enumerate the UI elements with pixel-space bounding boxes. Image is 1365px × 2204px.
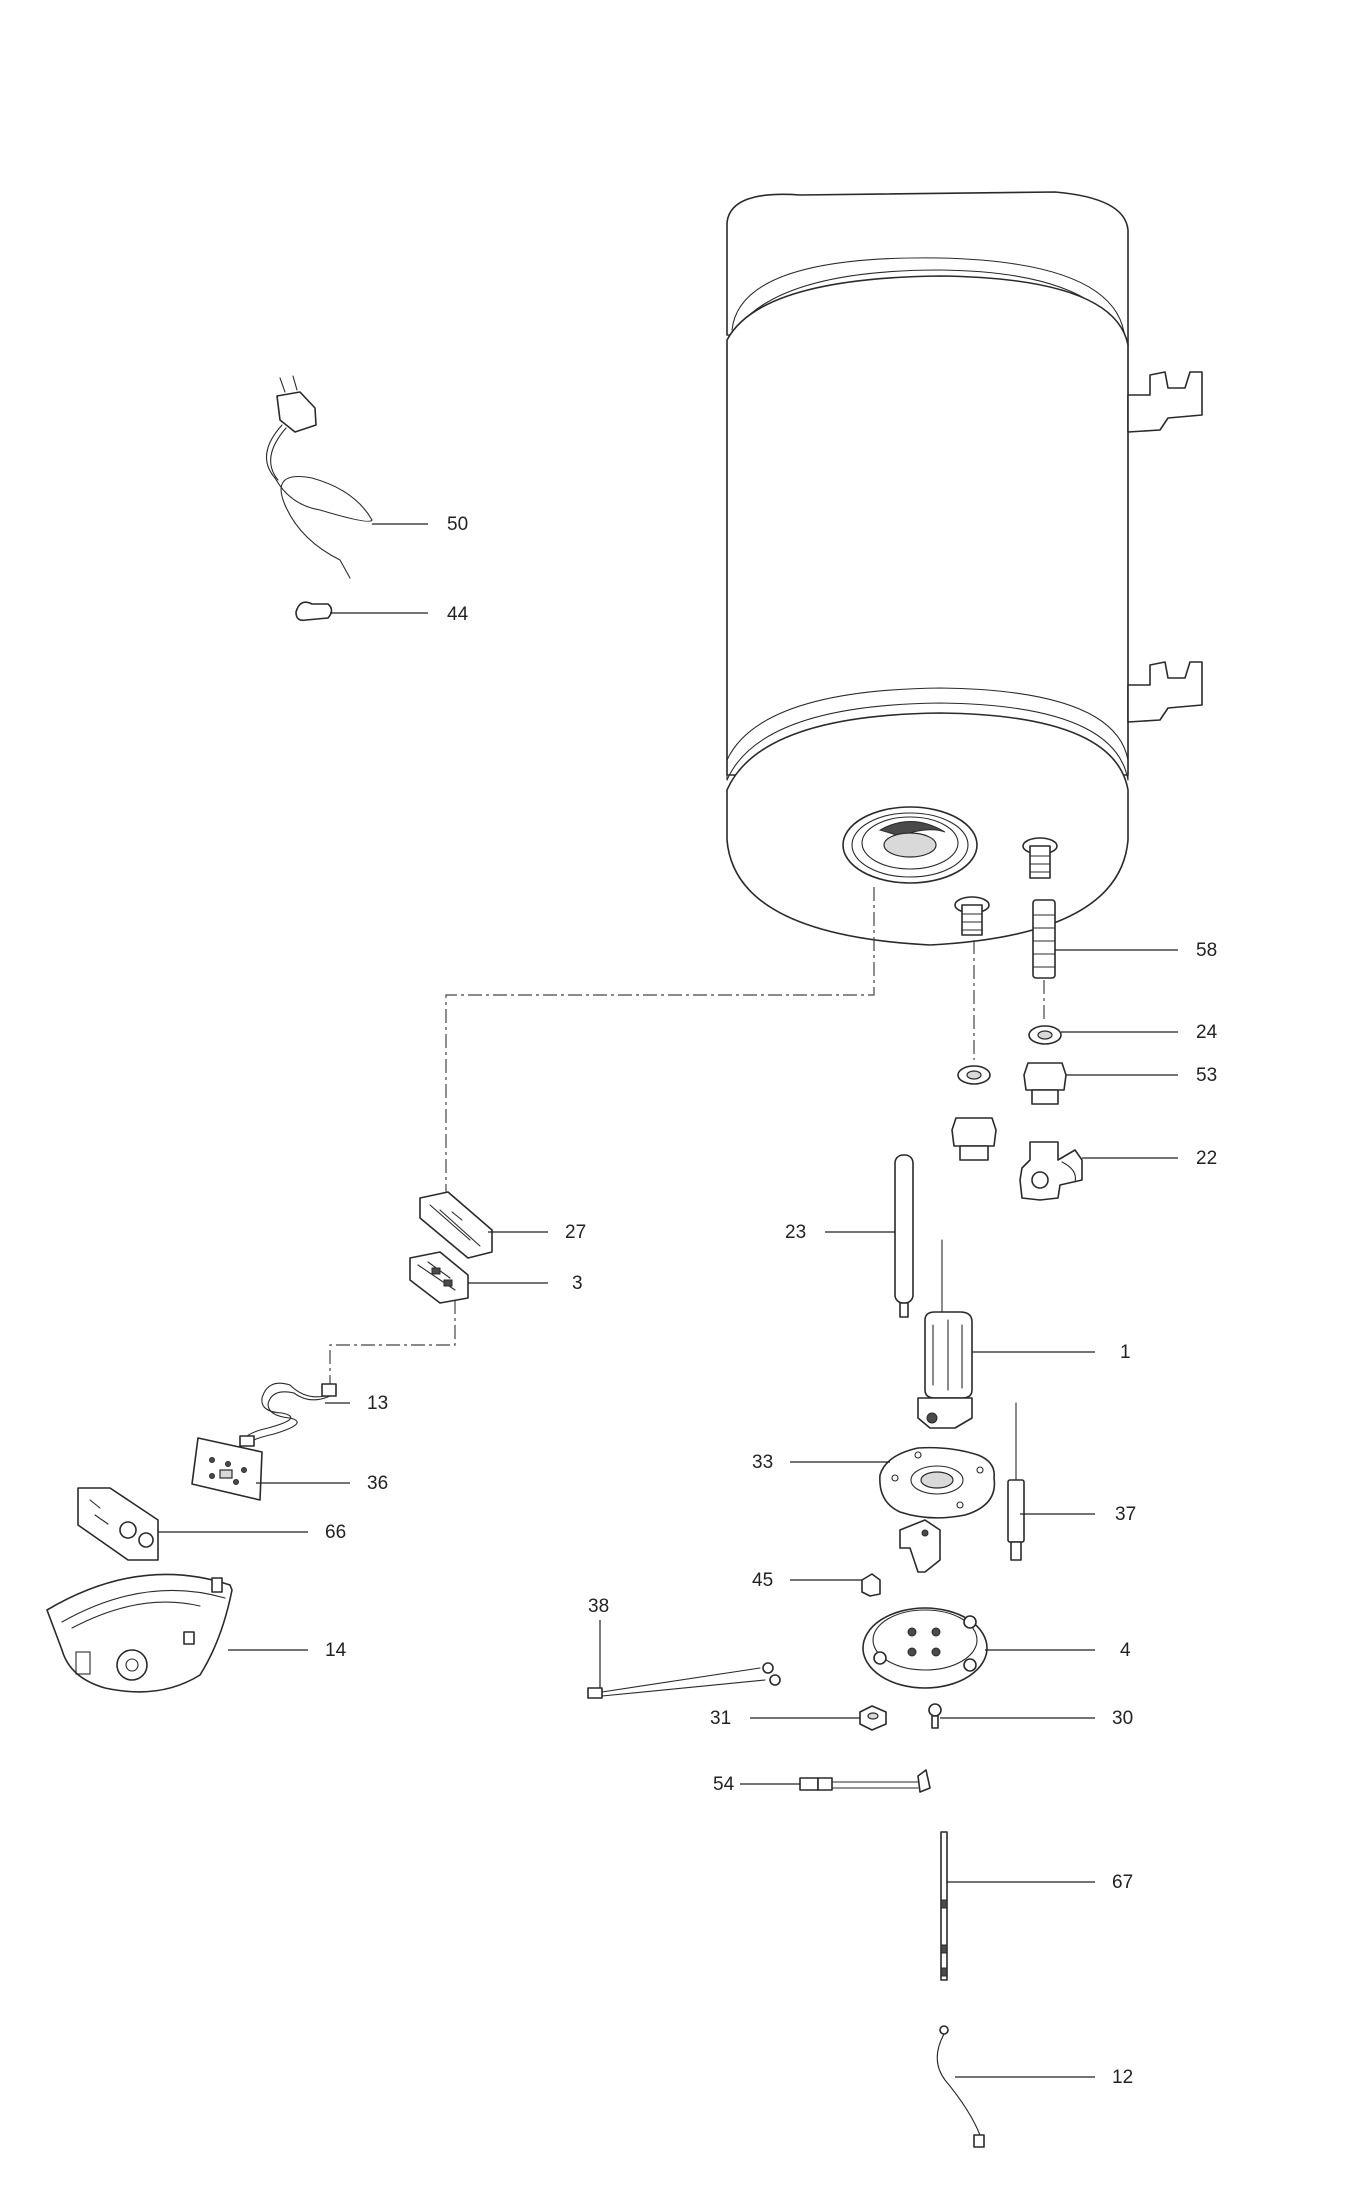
union-fitting-left (951, 1117, 997, 1161)
label-27: 27 (565, 1222, 586, 1243)
control-board-36 (191, 1437, 263, 1501)
flange-plate-4 (862, 1607, 988, 1689)
power-cord (265, 375, 373, 579)
label-54: 54 (713, 1774, 735, 1795)
label-36: 36 (367, 1473, 388, 1494)
probe-rod-67 (940, 1831, 948, 1981)
cable-clamp (295, 601, 333, 622)
control-panel-66 (77, 1487, 159, 1561)
label-44: 44 (447, 604, 469, 625)
element-bracket (899, 1519, 941, 1573)
label-4: 4 (1120, 1640, 1131, 1661)
label-24: 24 (1196, 1022, 1218, 1043)
label-3: 3 (572, 1273, 583, 1294)
label-45: 45 (752, 1570, 773, 1591)
earth-cable-38 (587, 1662, 781, 1699)
wiring-harness-13 (239, 1382, 337, 1447)
part-number-labels: 50 44 58 24 53 22 27 3 23 1 13 36 33 37 … (325, 514, 1218, 2088)
safety-valve-22 (1019, 1141, 1083, 1201)
anode-rod (1032, 899, 1056, 979)
bolt-30 (928, 1703, 942, 1729)
label-67: 67 (1112, 1872, 1133, 1893)
screw-45 (861, 1573, 881, 1597)
sensor-wire-12 (936, 2025, 985, 2148)
label-22: 22 (1196, 1148, 1217, 1169)
heating-element (917, 1239, 973, 1429)
washer-left (957, 1065, 991, 1085)
label-1: 1 (1120, 1342, 1131, 1363)
label-13: 13 (367, 1393, 388, 1414)
flange-gasket-33 (879, 1446, 996, 1519)
sensor-cable-54 (799, 1769, 931, 1793)
label-58: 58 (1196, 940, 1217, 961)
magnesium-anode (894, 1154, 914, 1318)
union-fitting-53 (1023, 1062, 1067, 1105)
washer-24 (1028, 1025, 1062, 1045)
water-heater-tank (726, 191, 1203, 946)
nut-31 (859, 1705, 887, 1731)
label-31: 31 (710, 1708, 731, 1729)
label-37: 37 (1115, 1504, 1136, 1525)
bottom-cover-14 (46, 1573, 233, 1693)
label-53: 53 (1196, 1065, 1217, 1086)
leader-lines (158, 523, 1178, 2078)
label-66: 66 (325, 1522, 346, 1543)
label-30: 30 (1112, 1708, 1133, 1729)
label-50: 50 (447, 514, 468, 535)
label-14: 14 (325, 1640, 347, 1661)
thermostat-probe-37 (1007, 1402, 1025, 1561)
thermostat-3 (409, 1251, 469, 1304)
label-12: 12 (1112, 2067, 1133, 2088)
thermostat-bracket-27 (419, 1191, 493, 1259)
label-38: 38 (588, 1596, 609, 1617)
label-23: 23 (785, 1222, 806, 1243)
guide-lines (329, 887, 1045, 1385)
label-33: 33 (752, 1452, 773, 1473)
